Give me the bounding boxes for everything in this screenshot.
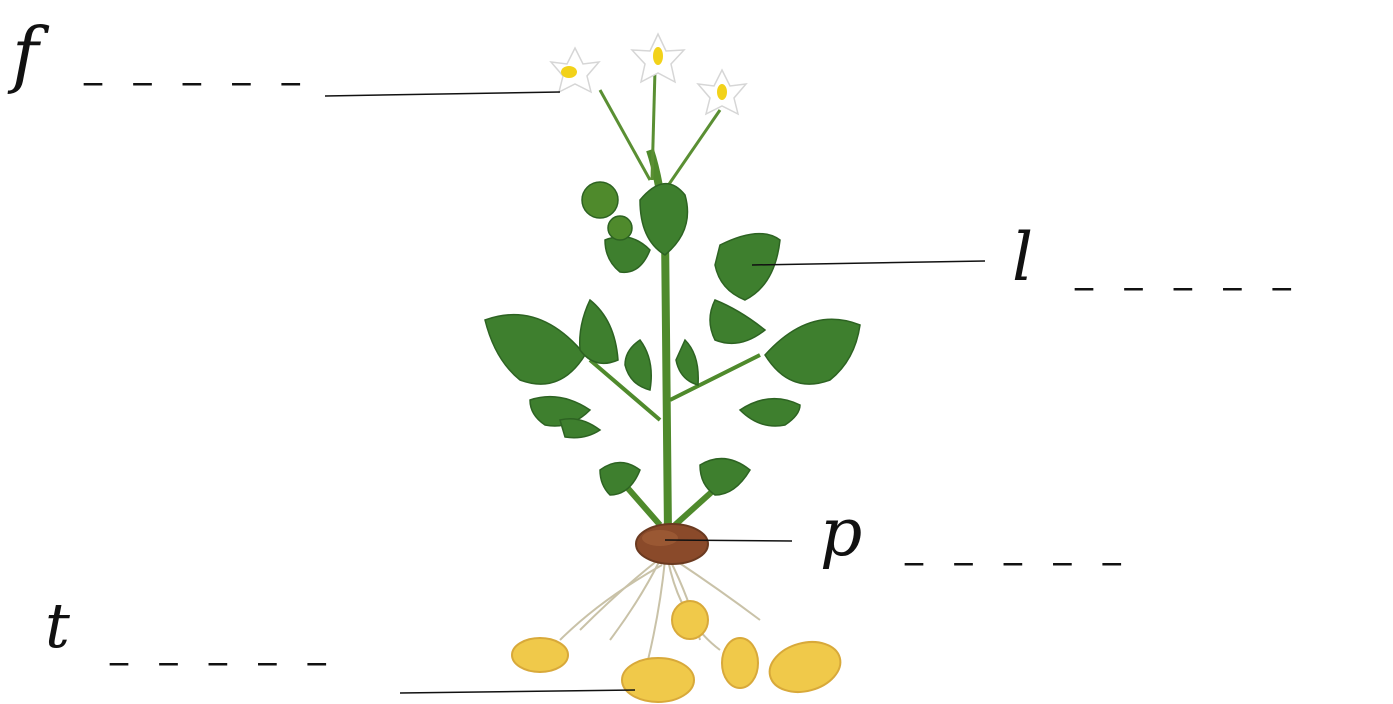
- berry: [582, 182, 618, 218]
- leaf: [580, 300, 618, 363]
- leaf: [605, 237, 650, 273]
- tubers: [512, 601, 846, 702]
- seed-potato: [636, 524, 708, 564]
- leader-line-flower: [325, 92, 560, 96]
- label-blanks-flower: _ _ _ _ _: [84, 48, 310, 84]
- label-letter-potato: p: [820, 500, 862, 566]
- label-blanks-leaf: _ _ _ _ _: [1075, 253, 1301, 289]
- flower: [632, 34, 684, 82]
- tuber: [622, 658, 694, 702]
- flowers: [551, 34, 746, 114]
- leaf: [485, 315, 585, 384]
- tuber: [672, 601, 708, 639]
- tuber: [764, 635, 846, 700]
- leaf: [740, 399, 800, 426]
- label-blanks-tuber: _ _ _ _ _: [110, 628, 336, 664]
- leaf: [560, 419, 600, 438]
- leaf: [676, 340, 698, 385]
- flower-stalk: [600, 90, 650, 180]
- leaf: [600, 463, 640, 496]
- branch: [625, 485, 660, 525]
- tuber: [722, 638, 758, 688]
- leaves: [485, 184, 860, 495]
- leader-line-tuber: [400, 690, 635, 693]
- berry: [608, 216, 632, 240]
- flower: [698, 70, 746, 114]
- tuber: [512, 638, 568, 672]
- leaf: [765, 319, 860, 384]
- label-blanks-potato: _ _ _ _ _: [905, 528, 1131, 564]
- leader-line-potato: [665, 540, 792, 541]
- leaf: [640, 184, 688, 255]
- label-letter-flower: f: [12, 18, 39, 90]
- label-letter-leaf: l: [1012, 225, 1033, 291]
- leaf: [710, 300, 765, 343]
- leaf: [625, 340, 651, 390]
- flower: [551, 48, 599, 92]
- leaf: [715, 234, 780, 300]
- leader-line-leaf: [752, 261, 985, 265]
- flower-stalk: [665, 110, 720, 190]
- leaf: [700, 459, 750, 495]
- label-letter-tuber: t: [45, 595, 70, 657]
